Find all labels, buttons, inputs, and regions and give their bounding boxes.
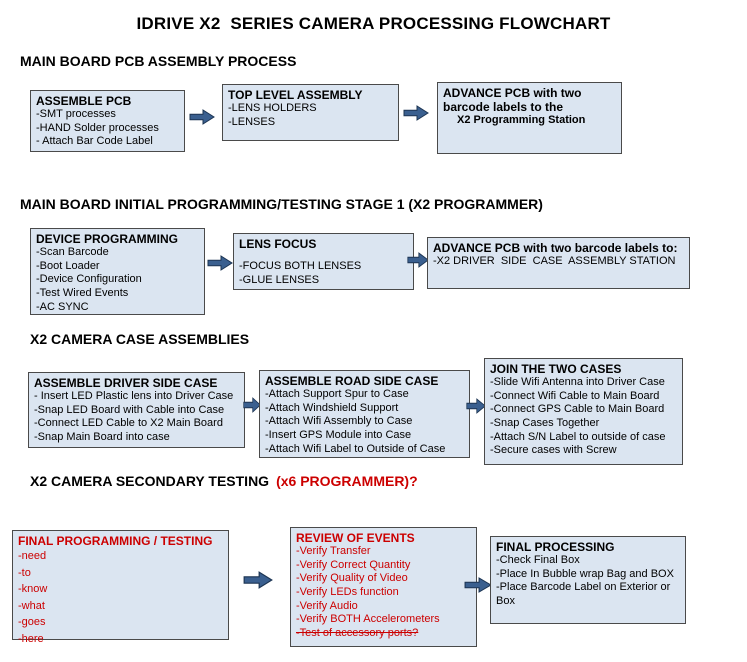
box-step: -HAND Solder processes (36, 121, 159, 134)
box-step: -LENSES (228, 115, 276, 128)
arrow-right-icon (403, 105, 429, 121)
section-heading-suffix: (x6 PROGRAMMER)? (276, 473, 418, 489)
box-step: -Snap Cases Together (490, 417, 600, 430)
box-step: -Verify BOTH Accelerometers (296, 613, 440, 626)
box-step: -Slide Wifi Antenna into Driver Case (490, 376, 665, 389)
arrow-right-icon (243, 397, 261, 413)
box-step: X2 Programming Station (457, 114, 586, 127)
section-heading-secondary-testing: X2 CAMERA SECONDARY TESTING (x6 PROGRAMME… (30, 473, 418, 489)
box-step: -AC SYNC (36, 300, 89, 313)
box-step: -Boot Loader (36, 259, 100, 272)
box-step: -to (18, 566, 31, 579)
box-step: -Connect LED Cable to X2 Main Board (34, 417, 223, 430)
arrow-right-icon (466, 398, 486, 414)
box-step: -Attach Wifi Assembly to Case (265, 415, 413, 428)
box-advance-pcb-programming-station: ADVANCE PCB with two barcode labels to t… (437, 82, 622, 154)
box-final-programming-testing: FINAL PROGRAMMING / TESTING -need -to -k… (12, 530, 229, 645)
box-step: -know (18, 583, 48, 596)
box-step: -Snap LED Board with Cable into Case (34, 403, 225, 416)
box-title: ADVANCE PCB with two barcode labels to: (433, 241, 678, 255)
box-step: -Verify Quality of Video (296, 572, 408, 585)
box-step: -GLUE LENSES (239, 273, 320, 286)
box-step: -Attach Support Spur to Case (265, 388, 409, 401)
arrow-right-icon (207, 255, 233, 271)
box-step: -Place In Bubble wrap Bag and BOX (496, 567, 674, 580)
box-step: -here (18, 632, 44, 645)
box-review-of-events: REVIEW OF EVENTS -Verify Transfer -Verif… (290, 527, 477, 647)
box-step: -Check Final Box (496, 554, 580, 567)
box-title: ASSEMBLE DRIVER SIDE CASE (34, 376, 218, 390)
box-step: -Device Configuration (36, 273, 142, 286)
box-step: -Attach Wifi Label to Outside of Case (265, 442, 446, 455)
box-step: -LENS HOLDERS (228, 102, 317, 115)
arrow-right-icon (243, 571, 273, 589)
box-lens-focus: LENS FOCUS -FOCUS BOTH LENSES -GLUE LENS… (233, 233, 414, 290)
box-title: FINAL PROGRAMMING / TESTING (18, 534, 213, 548)
arrow-right-icon (407, 252, 429, 268)
box-step: -SMT processes (36, 108, 116, 121)
box-step: -Scan Barcode (36, 246, 109, 259)
box-step: - Attach Bar Code Label (36, 135, 153, 148)
box-final-processing: FINAL PROCESSING -Check Final Box -Place… (490, 536, 686, 624)
box-step: -need (18, 550, 47, 563)
box-advance-pcb-case-assembly: ADVANCE PCB with two barcode labels to: … (427, 237, 690, 289)
section-heading-case-assemblies: X2 CAMERA CASE ASSEMBLIES (30, 331, 250, 347)
box-step: -Snap Main Board into case (34, 431, 170, 444)
box-step: -Verify Correct Quantity (296, 558, 411, 571)
box-title: DEVICE PROGRAMMING (36, 232, 179, 246)
box-title: REVIEW OF EVENTS (296, 531, 415, 545)
box-step: -Attach S/N Label to outside of case (490, 430, 666, 443)
page-title: IDRIVE X2 SERIES CAMERA PROCESSING FLOWC… (136, 14, 611, 33)
section-heading-pcb-assembly: MAIN BOARD PCB ASSEMBLY PROCESS (20, 53, 297, 69)
box-step: -Place Barcode Label on Exterior or Box (496, 581, 674, 608)
arrow-right-icon (189, 109, 215, 125)
box-device-programming: DEVICE PROGRAMMING -Scan Barcode -Boot L… (30, 228, 205, 315)
box-title: ASSEMBLE PCB (36, 94, 132, 108)
box-step: -Verify LEDs function (296, 586, 399, 599)
box-step-struck: -Test of accessory ports? (296, 626, 419, 639)
box-step: -Verify Audio (296, 599, 358, 612)
box-assemble-pcb: ASSEMBLE PCB -SMT processes -HAND Solder… (30, 90, 185, 152)
box-title: JOIN THE TWO CASES (490, 362, 622, 376)
box-step: -Insert GPS Module into Case (265, 429, 412, 442)
box-step: -goes (18, 616, 46, 629)
section-heading-text: X2 CAMERA SECONDARY TESTING (30, 473, 270, 489)
box-step: -Attach Windshield Support (265, 401, 399, 414)
box-step: -FOCUS BOTH LENSES (239, 260, 362, 273)
box-join-two-cases: JOIN THE TWO CASES -Slide Wifi Antenna i… (484, 358, 683, 465)
box-step: -Test Wired Events (36, 287, 129, 300)
box-step: -what (18, 599, 45, 612)
box-title: TOP LEVEL ASSEMBLY (228, 88, 363, 102)
box-step: -Connect Wifi Cable to Main Board (490, 389, 660, 402)
section-heading-initial-programming: MAIN BOARD INITIAL PROGRAMMING/TESTING S… (20, 196, 543, 212)
box-title: LENS FOCUS (239, 237, 317, 251)
box-step: -X2 DRIVER SIDE CASE ASSEMBLY STATION (433, 255, 676, 268)
box-assemble-road-side-case: ASSEMBLE ROAD SIDE CASE -Attach Support … (259, 370, 470, 458)
box-step: -Secure cases with Screw (490, 444, 617, 457)
arrow-right-icon (464, 577, 492, 593)
box-title: ADVANCE PCB with two barcode labels to t… (443, 86, 582, 115)
box-step: -Connect GPS Cable to Main Board (490, 403, 665, 416)
box-step: -Verify Transfer (296, 545, 371, 558)
box-title: ASSEMBLE ROAD SIDE CASE (265, 374, 439, 388)
box-assemble-driver-side-case: ASSEMBLE DRIVER SIDE CASE - Insert LED P… (28, 372, 245, 448)
box-step: - Insert LED Plastic lens into Driver Ca… (34, 390, 234, 403)
box-top-level-assembly: TOP LEVEL ASSEMBLY -LENS HOLDERS -LENSES (222, 84, 399, 141)
box-title: FINAL PROCESSING (496, 540, 615, 554)
